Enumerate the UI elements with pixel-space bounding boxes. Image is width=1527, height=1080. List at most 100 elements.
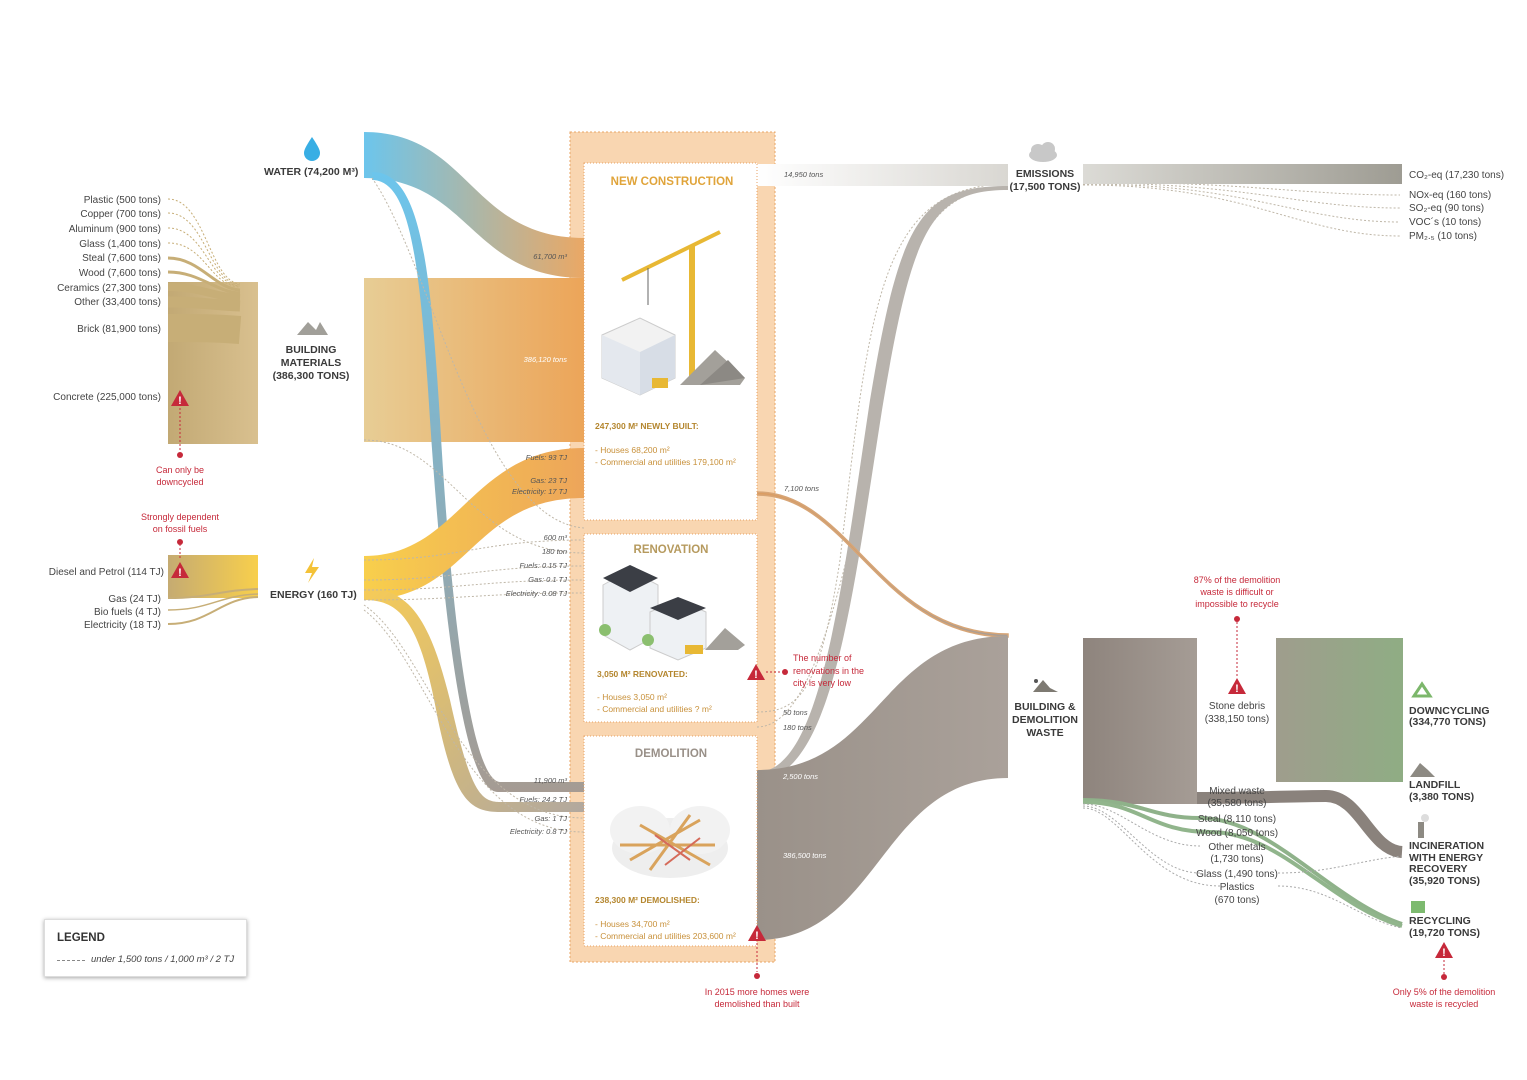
flow-label: Gas: 0.1 TJ <box>528 575 567 584</box>
demolition-detail: - Commercial and utilities 203,600 m² <box>595 931 736 941</box>
legend-title: LEGEND <box>57 932 105 944</box>
renovation-illustration <box>599 565 745 661</box>
new-construction-to-waste <box>756 491 1009 638</box>
flow-label: Gas: 1 TJ <box>534 814 567 823</box>
new-construction-detail: - Houses 68,200 m² <box>595 445 670 455</box>
svg-text:!: ! <box>754 669 758 681</box>
demolition-illustration <box>610 806 730 878</box>
water-main-flow <box>364 132 584 278</box>
emission-item: SO₂-eq (90 tons) <box>1409 203 1484 214</box>
recycling-label: (19,720 TONS) <box>1409 927 1480 939</box>
renovation-detail: - Commercial and utilities ? m² <box>597 704 712 714</box>
emissions-out-flow <box>1083 164 1402 184</box>
demolition-detail: - Houses 34,700 m² <box>595 919 670 929</box>
landfill-label: LANDFILL <box>1409 779 1461 791</box>
flow-labels: 61,700 m³ 386,120 tons Fuels: 93 TJ Gas:… <box>506 170 827 860</box>
emissions-list: CO₂-eq (17,230 tons) NOx-eq (160 tons) S… <box>1409 170 1504 242</box>
warning-icon: ! <box>171 539 189 579</box>
incineration-icon <box>1418 814 1429 838</box>
material-item: Wood (7,600 tons) <box>79 268 161 279</box>
landfill-label: (3,380 TONS) <box>1409 791 1474 803</box>
recycle-warning: Only 5% of the demolition <box>1393 987 1496 997</box>
waste-item: Stone debris <box>1209 701 1265 712</box>
flow-label: Fuels: 24.2 TJ <box>519 795 567 804</box>
legend-text: under 1,500 tons / 1,000 m³ / 2 TJ <box>91 954 235 965</box>
emissions-in-flow <box>757 164 1008 186</box>
material-item: Glass (1,400 tons) <box>79 239 161 250</box>
waste-title: WASTE <box>1026 727 1063 739</box>
energy-source-item: Diesel and Petrol (114 TJ) <box>49 567 164 578</box>
lightning-icon <box>305 558 319 583</box>
warning-icon: ! <box>171 390 189 458</box>
flow-label: 386,500 tons <box>783 851 827 860</box>
renovation-warning: city is very low <box>793 678 852 688</box>
flow-label: 50 tons <box>783 708 808 717</box>
debris-icon <box>1033 679 1058 692</box>
svg-text:!: ! <box>178 395 182 407</box>
emission-item: PM₂.₅ (10 tons) <box>1409 231 1477 242</box>
waste-item: Wood (8,050 tons) <box>1196 828 1278 839</box>
svg-text:!: ! <box>178 567 182 579</box>
flow-label: Electricity: 0.8 TJ <box>510 827 567 836</box>
materials-list: Plastic (500 tons) Copper (700 tons) Alu… <box>53 195 161 403</box>
waste-item: Plastics <box>1220 882 1254 893</box>
flow-label: 14,950 tons <box>784 170 823 179</box>
emissions-title: EMISSIONS <box>1016 168 1074 180</box>
cloud-icon <box>1029 142 1057 162</box>
energy-strands <box>167 588 259 625</box>
concrete-warning: Can only be <box>156 465 204 475</box>
demolition-to-waste <box>757 636 1008 940</box>
waste-item: Mixed waste <box>1209 786 1265 797</box>
energy-source-bar <box>168 555 258 598</box>
svg-text:!: ! <box>1235 683 1239 695</box>
emission-item: VOC´s (10 tons) <box>1409 216 1481 228</box>
material-item: Concrete (225,000 tons) <box>53 392 161 403</box>
materials-to-new-construction <box>364 278 584 442</box>
incineration-label: (35,920 TONS) <box>1409 875 1480 887</box>
legend: LEGEND under 1,500 tons / 1,000 m³ / 2 T… <box>44 919 247 977</box>
svg-text:!: ! <box>755 930 759 942</box>
waste-item: (35,580 tons) <box>1208 798 1267 809</box>
waste-title: DEMOLITION <box>1012 714 1078 726</box>
flow-label: 61,700 m³ <box>533 252 567 261</box>
material-strands <box>167 198 242 344</box>
incineration-label: RECOVERY <box>1409 863 1468 875</box>
water-label: WATER (74,200 M³) <box>264 166 358 178</box>
demolition-warning: demolished than built <box>714 999 800 1009</box>
landfill-icon <box>1410 763 1435 777</box>
emission-item: NOx-eq (160 tons) <box>1409 190 1491 201</box>
demolition-warning: In 2015 more homes were <box>705 987 810 997</box>
new-construction-detail: - Commercial and utilities 179,100 m² <box>595 457 736 467</box>
waste-item: Other metals <box>1208 842 1265 853</box>
renovation-title: RENOVATION <box>634 544 709 556</box>
incineration-label: INCINERATION <box>1409 840 1484 852</box>
flow-label: 180 tons <box>783 723 812 732</box>
warning-icon: ! <box>1228 616 1246 695</box>
energy-main <box>364 448 584 600</box>
waste-title: BUILDING & <box>1014 701 1076 713</box>
energy-source-item: Bio fuels (4 TJ) <box>94 607 161 618</box>
energy-source-item: Electricity (18 TJ) <box>84 620 161 631</box>
water-drop-icon <box>304 137 320 161</box>
svg-text:!: ! <box>1442 947 1446 959</box>
renovation-summary: 3,050 M² RENOVATED: <box>597 669 688 679</box>
waste-node-bar <box>1083 638 1197 804</box>
demolition-summary: 238,300 M² DEMOLISHED: <box>595 895 700 905</box>
flow-label: 7,100 tons <box>784 484 819 493</box>
flow-label: 600 m³ <box>544 533 568 542</box>
waste-item: (338,150 tons) <box>1205 714 1270 725</box>
waste-split-flows <box>1082 789 1404 928</box>
recycling-bin-icon <box>1411 901 1425 913</box>
flow-label: Fuels: 93 TJ <box>526 453 568 462</box>
new-construction-title: NEW CONSTRUCTION <box>611 176 734 188</box>
materials-label: MATERIALS <box>281 357 341 369</box>
flow-label: 2,500 tons <box>782 772 818 781</box>
material-item: Copper (700 tons) <box>80 209 161 220</box>
fossil-warning: Strongly dependent <box>141 512 220 522</box>
fossil-warning: on fossil fuels <box>153 524 208 534</box>
downcycling-label: DOWNCYCLING <box>1409 705 1490 717</box>
material-item: Aluminum (900 tons) <box>69 224 161 235</box>
warning-icon: ! <box>748 925 766 979</box>
flow-label: Gas: 23 TJ <box>530 476 567 485</box>
